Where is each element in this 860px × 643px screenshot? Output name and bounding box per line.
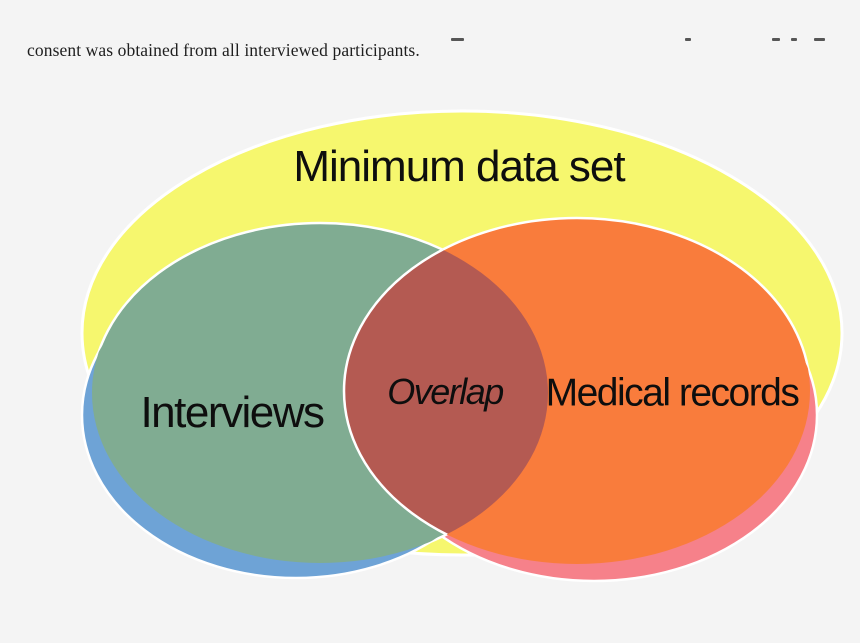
text-remnant-dash <box>451 38 464 41</box>
document-sentence: consent was obtained from all interviewe… <box>27 40 420 60</box>
interviews-outline <box>90 221 550 565</box>
medical-records-label: Medical records <box>545 371 800 415</box>
venn-overlap-region <box>344 223 548 563</box>
overlap-label: Overlap <box>387 371 504 412</box>
text-remnant-dash <box>791 38 797 41</box>
text-remnant-dash <box>814 38 825 41</box>
interviews-label: Interviews <box>140 388 325 437</box>
medical-outline <box>342 216 812 566</box>
outer-set-label: Minimum data set <box>293 142 625 191</box>
text-remnant-dash <box>772 38 780 41</box>
text-remnant-dash <box>685 38 691 41</box>
